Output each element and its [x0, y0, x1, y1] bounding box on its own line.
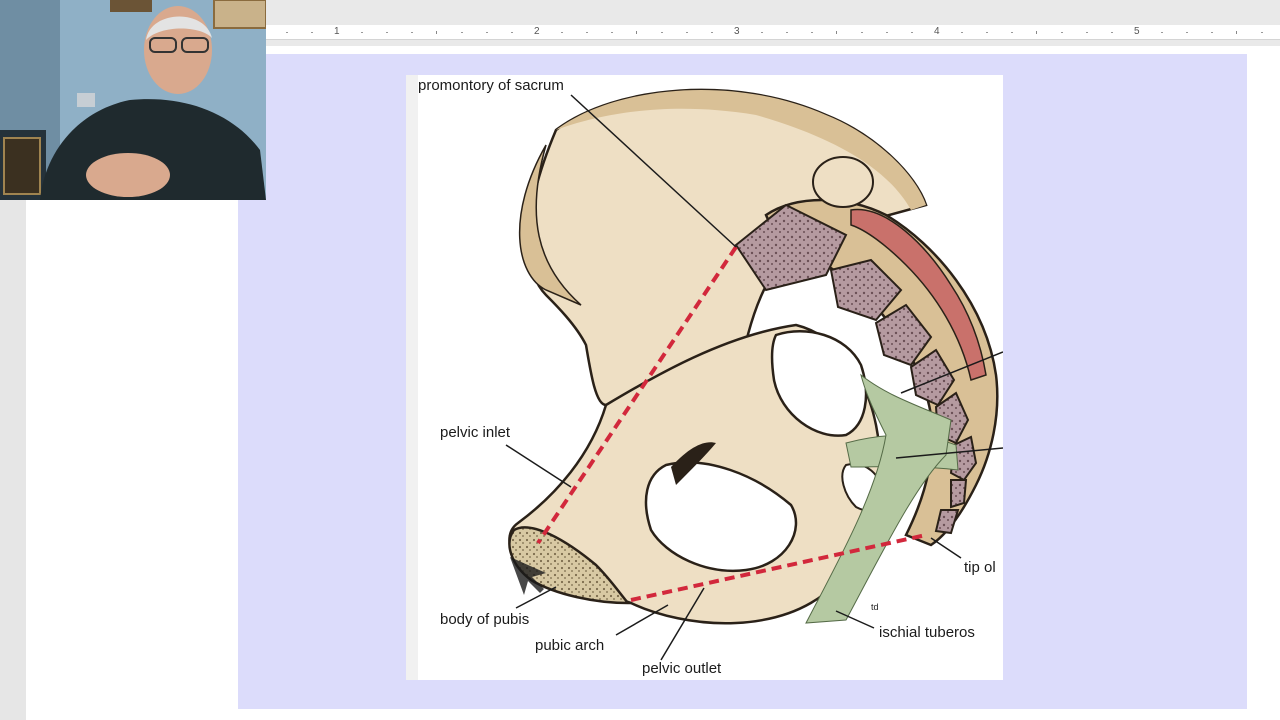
pelvic-outlet-line [630, 533, 927, 602]
figure-left-edge [406, 75, 418, 680]
sacral-vertebrae [734, 203, 978, 535]
artist-signature: td [871, 602, 879, 612]
ruler-dot [1161, 32, 1163, 33]
sacral-ala [812, 156, 874, 208]
ilium-inner [519, 144, 582, 306]
ruler-dot [1011, 32, 1013, 33]
ruler-dot [686, 32, 688, 33]
ruler-dot [561, 32, 563, 33]
ruler-dot [861, 32, 863, 33]
ruler-dot [311, 32, 313, 33]
ruler-dot [911, 32, 913, 33]
ruler-dot [511, 32, 513, 33]
ruler-dot [286, 32, 288, 33]
ruler-dot [661, 32, 663, 33]
ruler-dot [886, 32, 888, 33]
ruler-dot [1061, 32, 1063, 33]
pelvis-illustration: td [406, 75, 1003, 680]
ruler-number-2: 2 [534, 26, 540, 37]
ruler-number-1: 1 [334, 26, 340, 37]
ruler-dot [1086, 32, 1088, 33]
label-ischial-tuberosity: ischial tuberos [879, 624, 975, 641]
ruler-dot [486, 32, 488, 33]
ruler-number-4: 4 [934, 26, 940, 37]
ruler-dot [961, 32, 963, 33]
label-pubic-arch: pubic arch [535, 637, 605, 654]
ruler-dot [1261, 32, 1263, 33]
iliac-crest-shadow [556, 89, 926, 210]
presenter-webcam [0, 0, 266, 200]
presenter-video-icon [0, 0, 266, 200]
label-tip-of-coccyx: tip ol [964, 559, 996, 576]
pelvis-figure: td promontory of sacrum pelvic inlet bod… [406, 75, 1003, 680]
ruler-tick [1236, 31, 1237, 34]
sacrotuberous-ligament [805, 373, 952, 624]
ruler-dot [411, 32, 413, 33]
ruler-number-3: 3 [734, 26, 740, 37]
label-pelvic-outlet: pelvic outlet [642, 660, 722, 677]
leader-lines [505, 94, 1003, 661]
ruler-tick [1036, 31, 1037, 34]
ruler-dot [386, 32, 388, 33]
ruler-dot [586, 32, 588, 33]
ruler-tick [636, 31, 637, 34]
ruler-number-5: 5 [1134, 26, 1140, 37]
sciatic-opening [770, 330, 868, 437]
ruler-dot [986, 32, 988, 33]
cursor-pointer-icon [510, 557, 546, 595]
sacral-cut-red [850, 208, 987, 381]
obturator-foramen [644, 461, 798, 573]
pelvic-inlet-line [536, 245, 738, 545]
ruler-dot [1211, 32, 1213, 33]
ruler-dot [361, 32, 363, 33]
ruler-dot [761, 32, 763, 33]
ruler-dot [461, 32, 463, 33]
label-pelvic-inlet: pelvic inlet [440, 424, 511, 441]
label-body-of-pubis: body of pubis [440, 611, 530, 628]
ruler-dot [611, 32, 613, 33]
ruler-tick [436, 31, 437, 34]
ruler-dot [1186, 32, 1188, 33]
label-promontory-of-sacrum: promontory of sacrum [418, 77, 564, 94]
ruler-dot [1111, 32, 1113, 33]
obturator-shadow [671, 442, 716, 485]
ruler-dot [811, 32, 813, 33]
ruler-tick [836, 31, 837, 34]
ruler-dot [711, 32, 713, 33]
ruler-dot [786, 32, 788, 33]
horizontal-ruler[interactable]: 1 2 3 4 5 [266, 25, 1280, 40]
